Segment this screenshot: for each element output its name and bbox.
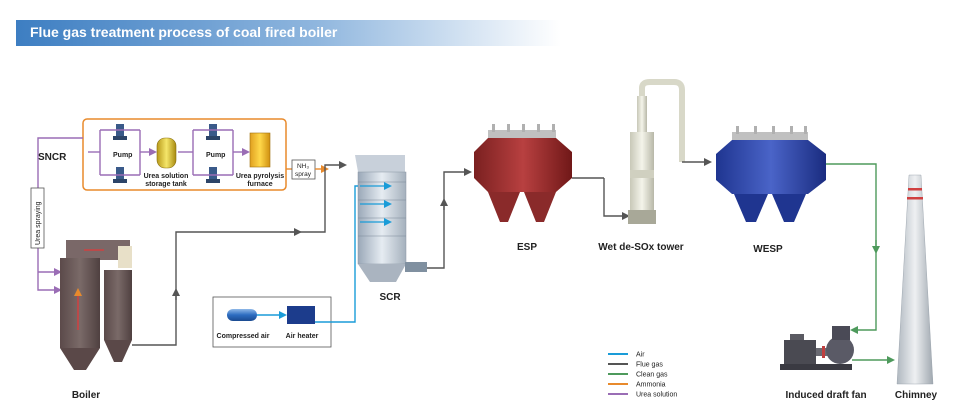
flue-gas-line-boiler-scr [132,161,347,346]
spray-label: spray [295,171,312,178]
pump-1-label: Pump [113,152,132,159]
wet-desox-tower [628,79,685,224]
page-title: Flue gas treatment process of coal fired… [30,24,338,40]
furnace-label-line2: furnace [247,181,272,188]
title-bar: Flue gas treatment process of coal fired… [16,20,561,46]
chimney-label: Chimney [895,390,938,401]
air-supply-unit: Compressed air Air heater [212,185,358,348]
urea-pyrolysis-furnace-icon [249,132,271,168]
wesp-label: WESP [753,244,783,255]
induced-draft-fan [780,326,854,370]
nh3-spray-box: NH₃ spray [286,159,329,180]
compressed-air-label: Compressed air [217,333,270,340]
desox-label: Wet de-SOx tower [598,242,683,253]
sncr-unit: Pump Urea solution storage tank Pump Ure… [82,118,287,191]
esp-label: ESP [517,242,537,253]
legend-label: Clean gas [636,372,668,379]
scr-label: SCR [379,292,401,303]
pump-2-label: Pump [206,152,225,159]
nh3-label: NH₃ [297,163,309,170]
fan-label: Induced draft fan [785,390,866,401]
boiler-unit [60,240,132,370]
flue-gas-line-scr-esp [427,168,472,269]
scr-unit [355,155,427,282]
urea-spraying-label: Urea spraying [35,201,42,245]
boiler-label: Boiler [72,390,100,401]
air-heater-label: Air heater [286,333,319,340]
esp-unit [474,124,572,222]
wesp-unit [716,126,826,222]
tank-label-line2: storage tank [145,181,187,188]
clean-gas-line-wesp-fan [826,163,895,364]
urea-storage-tank-icon [156,137,177,169]
legend-label: Ammonia [636,382,666,389]
legend-label: Flue gas [636,362,663,369]
urea-spraying-box: Urea spraying [30,187,45,249]
flue-gas-line-esp-tower [603,178,630,220]
chimney [896,174,934,385]
tank-label-line1: Urea solution [144,173,189,180]
sncr-label: SNCR [38,152,67,163]
legend-label: Urea solution [636,392,677,399]
furnace-label-line1: Urea pyrolysis [236,173,284,180]
legend-label: Air [636,352,645,359]
